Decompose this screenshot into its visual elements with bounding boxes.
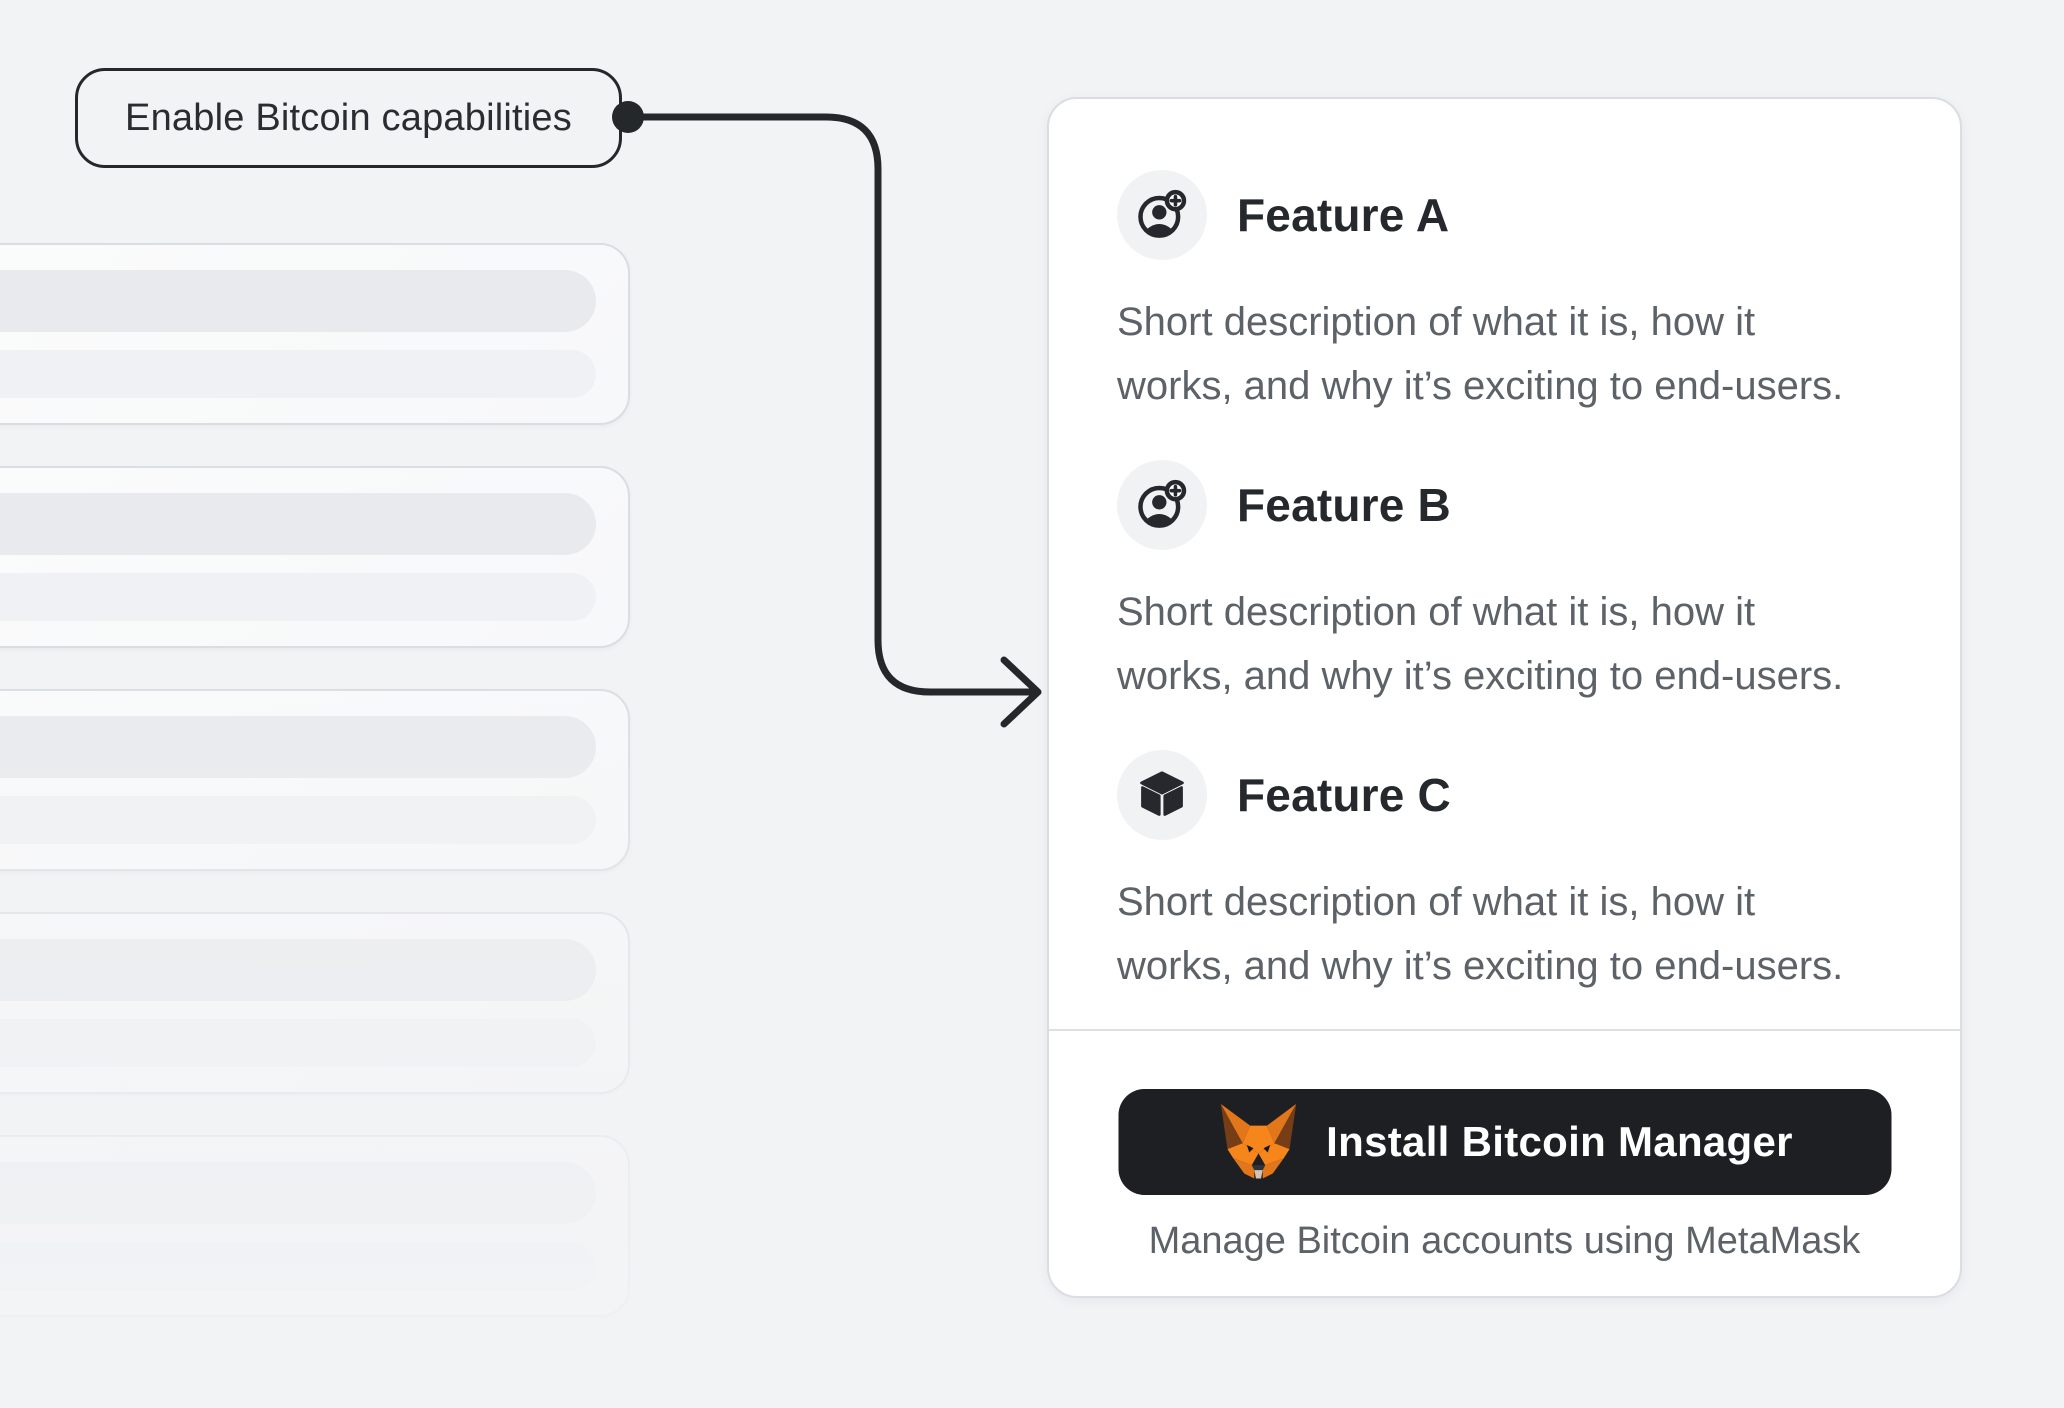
feature-description: Short description of what it is, how it …: [1117, 290, 1892, 418]
skeleton-bar: [0, 1162, 596, 1224]
feature-title: Feature C: [1237, 769, 1451, 821]
feature-description-line: Short description of what it is, how it: [1117, 300, 1756, 344]
skeleton-bar: [0, 270, 596, 332]
feature-block-a: Feature A Short description of what it i…: [1117, 170, 1892, 418]
feature-description: Short description of what it is, how it …: [1117, 870, 1892, 998]
skeleton-bar: [0, 1019, 596, 1067]
feature-panel: Feature A Short description of what it i…: [1047, 97, 1962, 1298]
feature-title: Feature A: [1237, 189, 1450, 241]
account-plus-icon: [1138, 479, 1187, 528]
skeleton-bar: [0, 350, 596, 398]
skeleton-bar: [0, 1242, 596, 1290]
feature-description-line: works, and why it’s exciting to end-user…: [1117, 944, 1844, 988]
install-caption: Manage Bitcoin accounts using MetaMask: [1148, 1220, 1861, 1262]
annotation-label: Enable Bitcoin capabilities: [75, 68, 622, 168]
feature-description: Short description of what it is, how it …: [1117, 580, 1892, 708]
feature-description-line: Short description of what it is, how it: [1117, 880, 1756, 924]
feature-row: Feature A: [1117, 170, 1892, 260]
feature-icon-badge: [1117, 460, 1207, 550]
feature-description-line: works, and why it’s exciting to end-user…: [1117, 364, 1844, 408]
install-bitcoin-manager-button[interactable]: Install Bitcoin Manager: [1118, 1089, 1891, 1195]
cube-icon: [1140, 771, 1184, 816]
feature-block-c: Feature C Short description of what it i…: [1117, 750, 1892, 998]
skeleton-bar: [0, 573, 596, 621]
skeleton-card: [0, 243, 630, 425]
feature-block-b: Feature B Short description of what it i…: [1117, 460, 1892, 708]
metamask-fox-icon: [1220, 1103, 1296, 1179]
feature-row: Feature B: [1117, 460, 1892, 550]
account-plus-icon: [1138, 189, 1187, 238]
skeleton-card: [0, 912, 630, 1094]
skeleton-bar: [0, 716, 596, 778]
feature-list: Feature A Short description of what it i…: [1117, 170, 1892, 1040]
divider: [1049, 1029, 1960, 1031]
feature-title: Feature B: [1237, 479, 1451, 531]
skeleton-card: [0, 689, 630, 871]
feature-description-line: Short description of what it is, how it: [1117, 590, 1756, 634]
skeleton-card: [0, 466, 630, 648]
skeleton-bar: [0, 493, 596, 555]
annotation-label-text: Enable Bitcoin capabilities: [125, 96, 572, 139]
skeleton-list: [0, 243, 630, 1317]
skeleton-bar: [0, 939, 596, 1001]
feature-icon-badge: [1117, 750, 1207, 840]
feature-icon-badge: [1117, 170, 1207, 260]
install-button-label: Install Bitcoin Manager: [1326, 1118, 1793, 1165]
feature-description-line: works, and why it’s exciting to end-user…: [1117, 654, 1844, 698]
skeleton-bar: [0, 796, 596, 844]
skeleton-card: [0, 1135, 630, 1317]
arrowhead-icon: [1000, 656, 1042, 728]
feature-row: Feature C: [1117, 750, 1892, 840]
